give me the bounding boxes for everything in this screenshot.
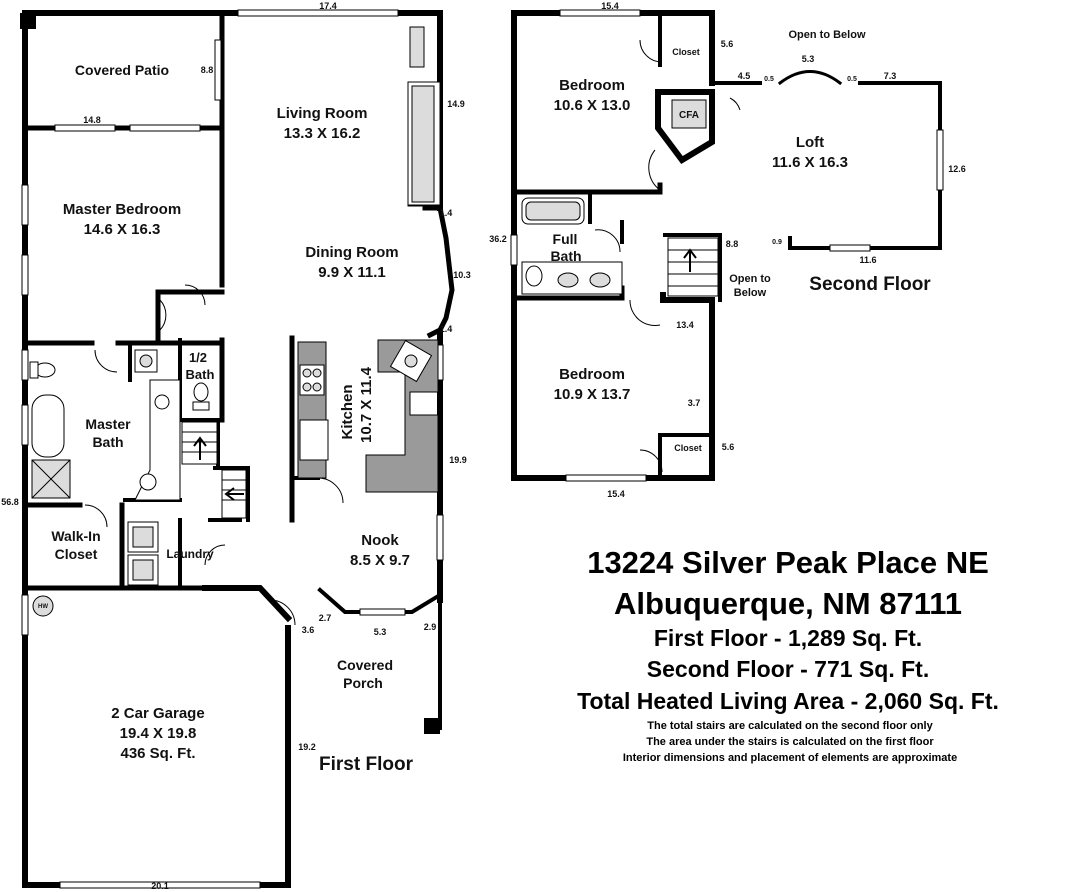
first-floor-labels: Covered Patio Living Room 13.3 X 16.2 Ma… [38, 62, 414, 775]
first-floor-doors [84, 284, 344, 626]
second-floor-walls [511, 10, 942, 481]
room-garage-name: 2 Car Garage [111, 705, 204, 722]
room-garage-area: 436 Sq. Ft. [120, 745, 195, 762]
second-floor-windows [510, 9, 944, 482]
room-loft-size: 11.6 X 16.3 [772, 154, 848, 171]
property-address: 13224 Silver Peak Place NE [587, 545, 989, 580]
dim-sf-5-6-upper: 5.6 [721, 39, 734, 49]
dim-sf-bottom: 15.4 [607, 489, 625, 499]
first-floor-dimensions: 17.4 8.8 14.8 14.9 1.4 10.3 1.4 19.9 56.… [1, 1, 471, 891]
dim-sf-8-8: 8.8 [726, 239, 739, 249]
dim-ff-1-4-bottom: 1.4 [440, 324, 453, 334]
room-bedroom2-size: 10.9 X 13.7 [554, 386, 631, 403]
room-master-bedroom-size: 14.6 X 16.3 [84, 221, 161, 238]
second-floor-doors [594, 39, 741, 473]
room-bedroom2-name: Bedroom [559, 366, 625, 383]
room-open-to-below-line2: Below [734, 287, 767, 299]
room-dining-size: 9.9 X 11.1 [318, 264, 386, 281]
room-open-to-below-top: Open to Below [789, 29, 866, 41]
dim-ff-19-2: 19.2 [298, 742, 316, 752]
second-floor-fixtures [521, 197, 719, 297]
dim-ff-5-3: 5.3 [374, 627, 387, 637]
room-closet-upper: Closet [672, 47, 700, 57]
room-nook-name: Nook [361, 532, 399, 549]
room-laundry: Laundry [166, 547, 214, 561]
room-half-bath-line2: Bath [186, 367, 215, 382]
dim-ff-20-1: 20.1 [151, 881, 169, 891]
room-master-bath-line2: Bath [92, 434, 123, 450]
first-floor-windows [21, 9, 444, 889]
dim-sf-11-6: 11.6 [859, 255, 876, 265]
dim-sf-4-5: 4.5 [738, 71, 751, 81]
dim-sf-5-3: 5.3 [802, 54, 815, 64]
dim-sf-5-6-lower: 5.6 [722, 442, 735, 452]
room-half-bath-line1: 1/2 [189, 350, 207, 365]
dim-ff-56-8: 56.8 [1, 497, 19, 507]
first-floor-fixtures [29, 339, 439, 617]
dim-sf-0-9: 0.9 [772, 239, 782, 246]
room-open-to-below-line1: Open to [729, 273, 771, 285]
dim-ff-patio-bottom: 14.8 [83, 115, 101, 125]
second-floor-area: Second Floor - 771 Sq. Ft. [647, 656, 929, 682]
room-bedroom1-size: 10.6 X 13.0 [554, 97, 631, 114]
first-floor-walls [20, 10, 455, 888]
property-city: Albuquerque, NM 87111 [614, 586, 962, 621]
room-full-bath-line2: Bath [550, 248, 581, 264]
dim-ff-3-6: 3.6 [302, 625, 315, 635]
dim-sf-12-6: 12.6 [948, 164, 966, 174]
property-info: 13224 Silver Peak Place NE Albuquerque, … [577, 545, 999, 764]
room-master-bedroom-name: Master Bedroom [63, 201, 181, 218]
dim-ff-2-7: 2.7 [319, 613, 332, 623]
note-stairs-second: The total stairs are calculated on the s… [647, 720, 933, 732]
dim-ff-living-side: 14.9 [447, 99, 465, 109]
dim-ff-patio-side: 8.8 [201, 65, 214, 75]
note-approximate: Interior dimensions and placement of ele… [623, 752, 957, 764]
second-floor-dimensions: 15.4 5.6 4.5 0.5 5.3 0.5 7.3 12.6 36.2 8… [489, 1, 966, 499]
room-porch-line2: Porch [343, 675, 383, 691]
room-kitchen-size: 10.7 X 11.4 [358, 366, 375, 443]
room-loft-name: Loft [796, 134, 824, 151]
dim-ff-2-9: 2.9 [424, 622, 437, 632]
room-cfa: CFA [679, 110, 699, 121]
first-floor-area: First Floor - 1,289 Sq. Ft. [654, 625, 922, 651]
room-full-bath-line1: Full [553, 231, 578, 247]
total-living-area: Total Heated Living Area - 2,060 Sq. Ft. [577, 688, 999, 714]
dim-ff-19-9: 19.9 [449, 455, 467, 465]
room-dining-name: Dining Room [305, 244, 398, 261]
dim-sf-7-3: 7.3 [884, 71, 897, 81]
room-kitchen-name: Kitchen [339, 384, 356, 439]
room-bedroom1-name: Bedroom [559, 77, 625, 94]
room-nook-size: 8.5 X 9.7 [350, 552, 410, 569]
room-living-size: 13.3 X 16.2 [284, 125, 361, 142]
room-walkin-line2: Closet [55, 546, 98, 562]
dim-sf-0-5-left: 0.5 [764, 76, 774, 83]
room-porch-line1: Covered [337, 657, 393, 673]
dim-sf-top: 15.4 [601, 1, 619, 11]
second-floor-labels: Bedroom 10.6 X 13.0 Closet CFA Open to B… [550, 29, 931, 453]
first-floor-title: First Floor [319, 754, 414, 775]
room-walkin-line1: Walk-In [51, 528, 100, 544]
second-floor-title: Second Floor [809, 274, 931, 295]
room-garage-size: 19.4 X 19.8 [120, 725, 197, 742]
dim-sf-0-5-right: 0.5 [847, 76, 857, 83]
dim-sf-3-7: 3.7 [688, 398, 701, 408]
dim-ff-10-3: 10.3 [453, 270, 471, 280]
room-living-name: Living Room [277, 105, 368, 122]
note-stairs-first: The area under the stairs is calculated … [646, 736, 934, 748]
dim-ff-top: 17.4 [319, 1, 337, 11]
room-master-bath-line1: Master [85, 416, 131, 432]
room-covered-patio: Covered Patio [75, 62, 169, 78]
water-heater-label: HW [38, 604, 48, 610]
room-closet-lower: Closet [674, 443, 702, 453]
dim-sf-13-4: 13.4 [676, 320, 694, 330]
dim-sf-36-2: 36.2 [489, 234, 507, 244]
dim-ff-1-4-top: 1.4 [440, 208, 453, 218]
